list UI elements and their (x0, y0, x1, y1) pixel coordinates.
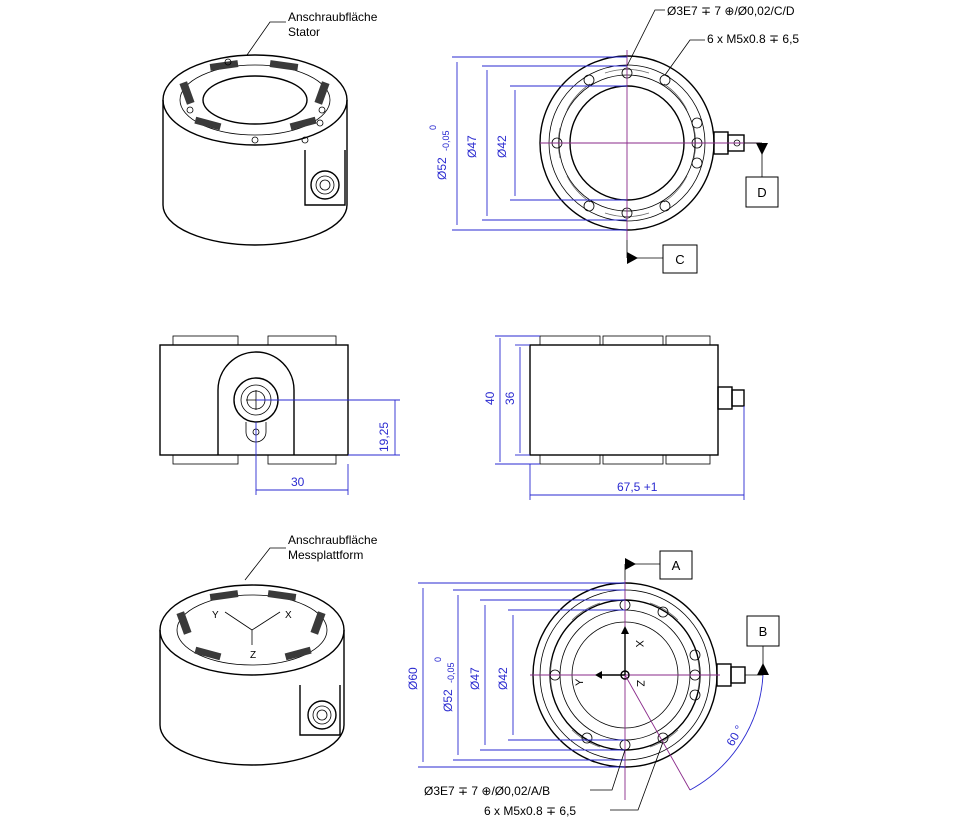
dim-top-d52: Ø52 (435, 157, 449, 180)
dim-bottom-d47: Ø47 (468, 667, 482, 690)
dimensions-front-right (495, 335, 745, 500)
datum-d: D (744, 142, 779, 208)
plan-axis-z: Z (634, 680, 646, 687)
dim-bottom-d42: Ø42 (496, 667, 510, 690)
iso-view-messplattform (159, 584, 345, 766)
dimensions-side-left (255, 399, 400, 495)
iso-axis-z: Z (250, 650, 256, 661)
dim-top-d47: Ø47 (465, 135, 479, 158)
label-messplattform: Messplattform (288, 548, 363, 562)
iso-axis-x: X (285, 610, 292, 621)
dim-bottom-angle: 60 ° (723, 723, 746, 749)
dim-front-40: 40 (483, 391, 497, 405)
dim-top-d52-upper: 0 (428, 125, 438, 130)
plan-axis-x: X (633, 640, 645, 648)
leader-stator (246, 21, 286, 56)
dim-top-d42: Ø42 (495, 135, 509, 158)
dimensions-bottom-plan (418, 582, 625, 768)
iso-view-stator (162, 54, 348, 246)
dim-front-67-5: 67,5 +1 (617, 480, 658, 494)
datum-a: A (624, 550, 693, 580)
label-stator: Stator (288, 25, 320, 39)
leader-bottom-hole (590, 749, 626, 791)
callout-bottom-thread: 6 x M5x0.8 ∓ 6,5 (484, 804, 576, 818)
datum-b: B (745, 615, 780, 676)
leader-bottom-thread (610, 741, 664, 811)
front-view-right (529, 335, 745, 465)
datum-a-label: A (672, 558, 681, 573)
leader-messplattform (244, 547, 286, 581)
dim-top-d52-lower: -0,05 (441, 130, 451, 151)
dim-bottom-d60: Ø60 (406, 667, 420, 690)
dim-bottom-d52: Ø52 (441, 689, 455, 712)
datum-d-label: D (757, 185, 766, 200)
datum-b-label: B (759, 624, 768, 639)
plan-axis-y: Y (574, 678, 586, 686)
label-anschraubflaeche-top: Anschraubfläche (288, 10, 378, 24)
dim-side-30: 30 (291, 475, 305, 489)
callout-bottom-hole: Ø3E7 ∓ 7 ⊕/Ø0,02/A/B (424, 784, 550, 798)
dim-side-19-25: 19,25 (377, 422, 391, 452)
leader-top-thread (664, 39, 705, 76)
datum-c-label: C (675, 252, 684, 267)
leader-top-hole (626, 9, 665, 67)
plan-view-top (539, 50, 760, 240)
dim-front-36: 36 (503, 391, 517, 405)
dim-bottom-d52-lower: -0,05 (446, 662, 456, 683)
dim-bottom-d52-upper: 0 (433, 657, 443, 662)
label-anschraubflaeche-bottom: Anschraubfläche (288, 533, 378, 547)
datum-c: C (626, 240, 698, 274)
dimensions-top-plan (452, 56, 627, 231)
callout-top-hole: Ø3E7 ∓ 7 ⊕/Ø0,02/C/D (667, 4, 795, 18)
callout-top-thread: 6 x M5x0.8 ∓ 6,5 (707, 32, 799, 46)
iso-axis-y: Y (212, 610, 219, 621)
